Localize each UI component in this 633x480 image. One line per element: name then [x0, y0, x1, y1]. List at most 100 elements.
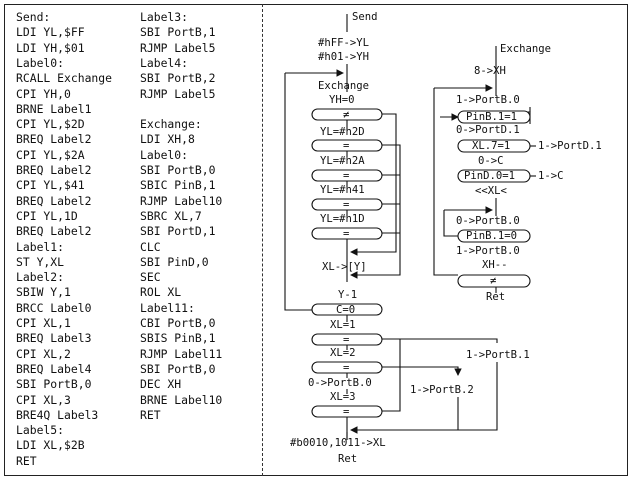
exch-wait2-label: PinB.1=0: [466, 230, 517, 242]
test-xl1-label: XL=1: [330, 319, 356, 331]
exch-test-xl7-label: XL.7=1: [472, 140, 510, 152]
test-yl-41-eq: =: [343, 199, 349, 211]
code-line: CPI YL,$41: [16, 178, 85, 193]
exch-test-pind0-label: PinD.0=1: [464, 170, 515, 182]
to-portb1-line: [382, 338, 498, 343]
code-line: BREQ Label2: [16, 132, 92, 147]
bypass-store-line: [350, 144, 401, 279]
code-line: Label11:: [140, 300, 195, 315]
exch-set-c: 1->C: [538, 170, 564, 182]
code-line: LDI XL,$2B: [16, 438, 85, 453]
exch-clr-portb0: 0->PortB.0: [456, 215, 520, 227]
code-line: Exchange:: [140, 117, 202, 132]
test-yl-2a-eq: =: [343, 170, 349, 182]
test-xl2-label: XL=2: [330, 347, 356, 359]
exch-wait1-label: PinB.1=1: [466, 111, 517, 123]
code-line: SBIC PinB,1: [140, 178, 216, 193]
exch-init: 8->XH: [474, 65, 506, 77]
code-line: DEC XH: [140, 377, 182, 392]
code-line: SBRC XL,7: [140, 208, 202, 223]
dec-label: Y-1: [338, 289, 357, 301]
code-line: BRNE Label10: [140, 392, 223, 407]
code-line: Send:: [16, 10, 51, 24]
exch-clr-c: 0->C: [478, 155, 504, 167]
code-line: RET: [140, 407, 161, 422]
code-line: SBIS PinB,1: [140, 331, 216, 346]
code-line: CPI YH,0: [16, 86, 71, 101]
code-line: SBI PortB,0: [140, 163, 216, 177]
code-line: BREQ Label2: [16, 193, 92, 208]
code-line: SBI PinD,0: [140, 254, 209, 269]
code-line: BREQ Label3: [16, 331, 92, 346]
yh-neq-bypass-line: [350, 113, 397, 256]
xl1-xl3-branch-line: [382, 338, 401, 412]
exch-wait2-pill: [457, 229, 531, 243]
test-yl-41-label: YL=#h41: [320, 184, 365, 196]
code-line: SBI PortB,0: [140, 361, 216, 376]
store-label: XL->[Y]: [322, 261, 367, 273]
code-line: RCALL Exchange: [16, 71, 113, 86]
portb1-label: 1->PortB.1: [466, 349, 530, 361]
test-yh-neq: ≠: [343, 109, 349, 121]
loop-back-line: [284, 73, 312, 311]
code-line: RET: [16, 453, 37, 468]
exch-clr-portd1: 0->PortD.1: [456, 124, 520, 136]
code-line: BRNE Label1: [16, 101, 92, 116]
exch-set-portd1: 1->PortD.1: [538, 140, 602, 152]
code-line: RJMP Label11: [140, 346, 223, 361]
send-ret-label: Ret: [338, 453, 357, 465]
code-line: Label0:: [16, 55, 65, 70]
code-line: BREQ Label2: [16, 163, 92, 177]
exch-test-xh-label: ≠: [490, 275, 496, 287]
code-line: CPI XL,3: [16, 392, 71, 407]
code-line: Label3:: [140, 10, 189, 24]
test-yl-2d-eq: =: [343, 140, 349, 152]
code-line: BREQ Label4: [16, 361, 92, 376]
code-line: CPI XL,2: [16, 346, 71, 361]
code-line: SBI PortD,1: [140, 224, 216, 239]
portb2-label: 1->PortB.2: [410, 384, 474, 396]
code-line: RJMP Label5: [140, 40, 216, 55]
code-line: Label4:: [140, 55, 189, 70]
code-line: CLC: [140, 239, 161, 254]
code-line: CPI XL,1: [16, 316, 71, 330]
code-line: LDI XH,8: [140, 132, 195, 147]
code-line: RJMP Label10: [140, 193, 223, 208]
send-init-yl: #hFF->YL: [318, 37, 369, 49]
portb1-return-line: [350, 362, 498, 434]
code-line: SBI PortB,2: [140, 71, 216, 86]
code-line: BREQ Label2: [16, 224, 92, 239]
panel-divider: [262, 4, 263, 476]
code-line: LDI YH,$01: [16, 40, 85, 55]
code-line: BRE4Q Label3: [16, 407, 99, 422]
code-line: Label5:: [16, 423, 65, 438]
final-assign-label: #b0010,1011->XL: [290, 437, 386, 449]
exchange-flowchart: Exchange 8->XH 1->PortB.0 PinB.1=1 0->Po…: [433, 43, 602, 303]
code-line: ROL XL: [140, 285, 182, 300]
test-yl-2d-label: YL=#h2D: [320, 126, 365, 138]
send-call-exchange: Exchange: [318, 80, 369, 92]
exch-set-portb0b: 1->PortB.0: [456, 245, 520, 257]
test-xl3-eq: =: [343, 406, 349, 418]
code-line: SEC: [140, 270, 161, 285]
exch-dec-xh: XH--: [482, 259, 508, 271]
code-line: SBI PortB,1: [140, 25, 216, 40]
exch-test-xh-pill: [457, 274, 531, 288]
exch-set-portb0: 1->PortB.0: [456, 94, 520, 106]
code-line: CPI YL,$2A: [16, 147, 85, 162]
code-line: Label0:: [140, 147, 189, 162]
exch-wait2-back: [443, 210, 458, 237]
code-line: LDI YL,$FF: [16, 25, 85, 40]
exch-loop-line: [433, 88, 458, 276]
code-line: SBIW Y,1: [16, 285, 71, 300]
exch-ret: Ret: [486, 291, 505, 303]
portb0-label: 0->PortB.0: [308, 377, 372, 389]
test-yh-label: YH=0: [329, 94, 355, 106]
code-line: Label2:: [16, 270, 65, 285]
send-title: Send: [352, 11, 378, 23]
test-c-label: C=0: [336, 304, 355, 316]
test-yl-2a-label: YL=#h2A: [320, 155, 365, 167]
code-line: ST Y,XL: [16, 254, 65, 269]
to-portb2-line: [382, 366, 462, 376]
